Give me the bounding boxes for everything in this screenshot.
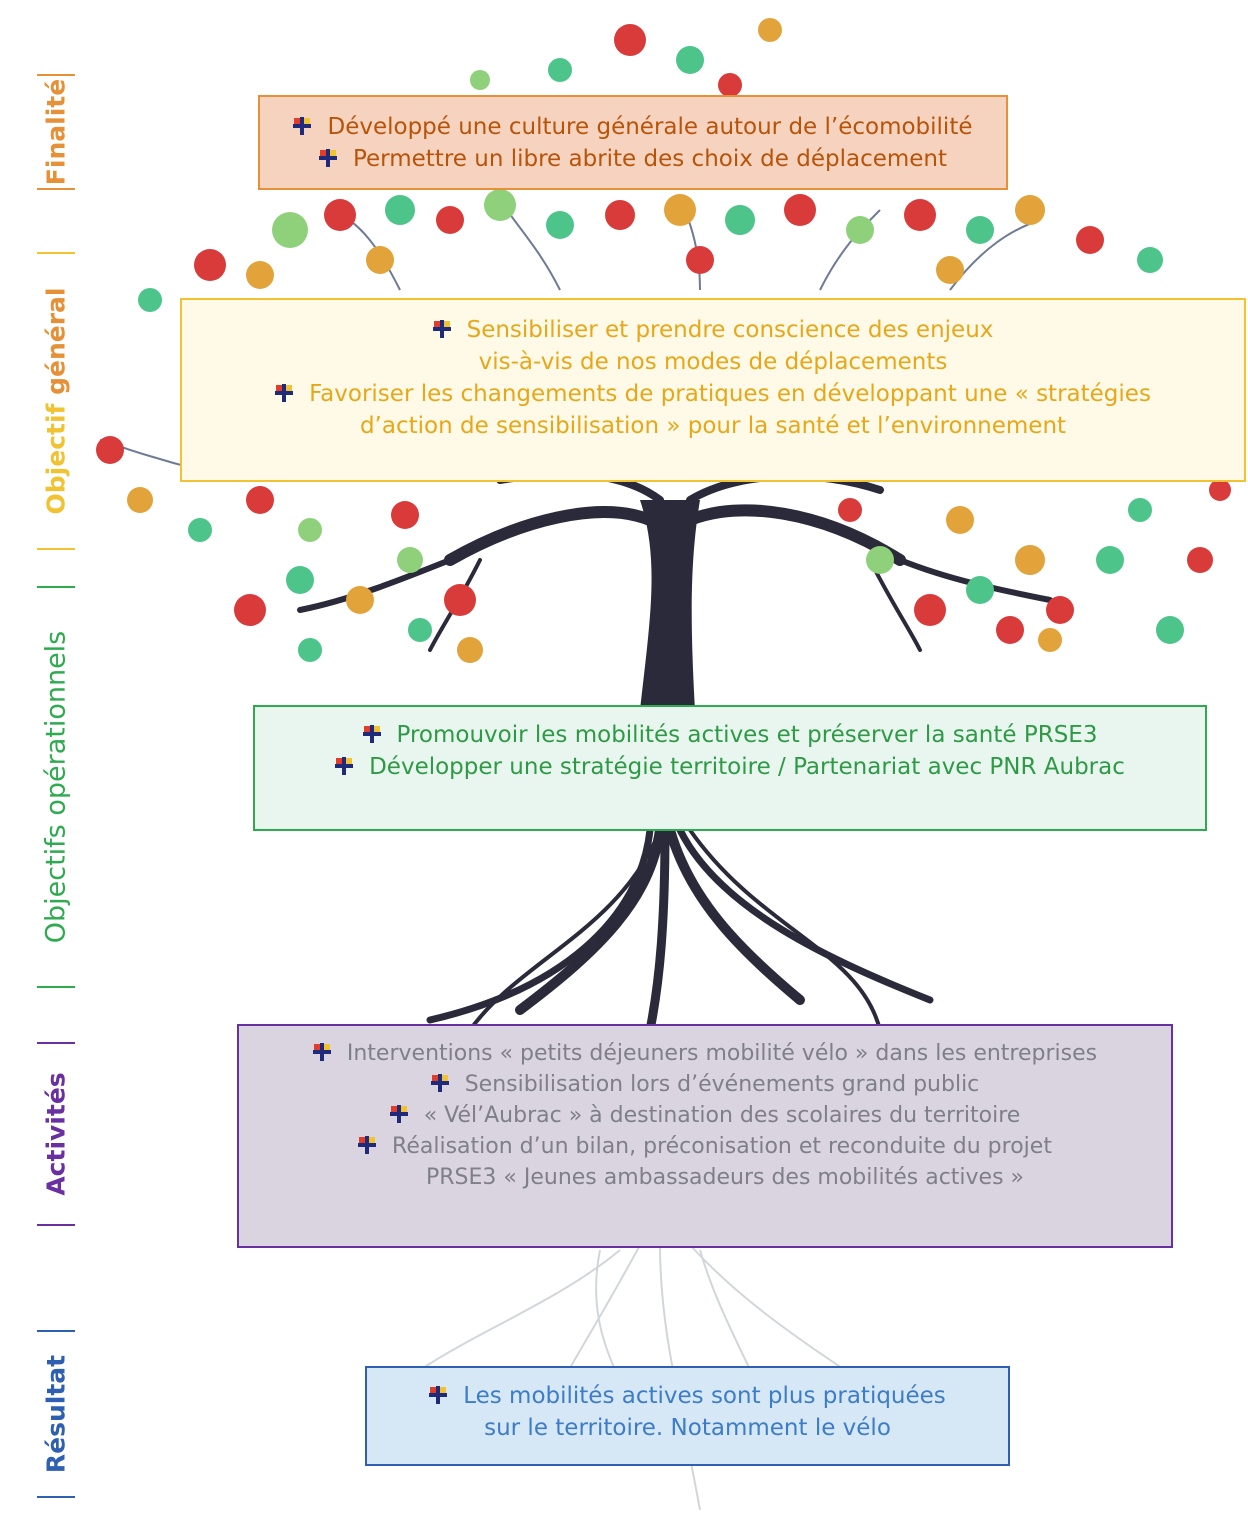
objectifs-operationnels-text: Promouvoir les mobilités actives et prés… bbox=[396, 722, 1098, 748]
resultat-box: Les mobilités actives sont plus pratiqué… bbox=[365, 1366, 1010, 1466]
objectifs-operationnels-line: Développer une stratégie territoire / Pa… bbox=[255, 751, 1205, 783]
activites-text: « Vél’Aubrac » à destination des scolair… bbox=[423, 1103, 1021, 1128]
objectifs-operationnels-text: Développer une stratégie territoire / Pa… bbox=[369, 754, 1125, 780]
objectif-general-text: Favoriser les changements de pratiques e… bbox=[309, 381, 1151, 407]
bullet-icon bbox=[389, 1105, 408, 1123]
activites-line: Interventions « petits déjeuners mobilit… bbox=[239, 1038, 1171, 1069]
activites-line: Réalisation d’un bilan, préconisation et… bbox=[239, 1131, 1171, 1162]
activites-text: Réalisation d’un bilan, préconisation et… bbox=[392, 1134, 1052, 1159]
finalite-text: Développé une culture générale autour de… bbox=[327, 114, 973, 140]
label-resultat-text: Résultat bbox=[41, 1354, 71, 1474]
finalite-line: Développé une culture générale autour de… bbox=[260, 111, 1006, 143]
resultat-line: sur le territoire. Notamment le vélo bbox=[484, 1415, 891, 1441]
bullet-icon bbox=[429, 1386, 448, 1404]
activites-text: Sensibilisation lors d’événements grand … bbox=[464, 1072, 980, 1097]
label-objectifs-operationnels-text: Objectifs opérationnels bbox=[40, 630, 72, 944]
objectifs-operationnels-line: Promouvoir les mobilités actives et prés… bbox=[255, 719, 1205, 751]
label-finalite-text: Finalité bbox=[41, 78, 71, 186]
objectif-general-line: d’action de sensibilisation » pour la sa… bbox=[359, 413, 1067, 439]
resultat-line: Les mobilités actives sont plus pratiqué… bbox=[367, 1380, 1008, 1412]
bullet-icon bbox=[358, 1136, 377, 1154]
resultat-text: Les mobilités actives sont plus pratiqué… bbox=[463, 1383, 946, 1409]
bullet-icon bbox=[430, 1074, 449, 1092]
activites-line: « Vél’Aubrac » à destination des scolair… bbox=[239, 1100, 1171, 1131]
objectif-general-line: Favoriser les changements de pratiques e… bbox=[182, 378, 1244, 410]
bullet-icon bbox=[318, 149, 337, 167]
activites-text: Interventions « petits déjeuners mobilit… bbox=[346, 1041, 1098, 1066]
label-objectif-general-part1: Objectif bbox=[41, 394, 71, 515]
bullet-icon bbox=[293, 117, 312, 135]
objectif-general-line: Sensibiliser et prendre conscience des e… bbox=[182, 314, 1244, 346]
label-objectif-general-part2: général bbox=[41, 287, 71, 395]
finalite-line: Permettre un libre abrite des choix de d… bbox=[260, 143, 1006, 175]
label-activites: Activités bbox=[37, 1042, 75, 1226]
bullet-icon bbox=[362, 725, 381, 743]
activites-line: PRSE3 « Jeunes ambassadeurs des mobilité… bbox=[425, 1165, 1025, 1190]
label-resultat: Résultat bbox=[37, 1330, 75, 1498]
label-activites-text: Activités bbox=[41, 1072, 71, 1196]
activites-box: Interventions « petits déjeuners mobilit… bbox=[237, 1024, 1173, 1248]
bullet-icon bbox=[275, 384, 294, 402]
label-objectif-general: Objectif général bbox=[37, 252, 75, 550]
bullet-icon bbox=[432, 320, 451, 338]
finalite-text: Permettre un libre abrite des choix de d… bbox=[352, 146, 948, 172]
objectif-general-text: Sensibiliser et prendre conscience des e… bbox=[466, 317, 994, 343]
label-objectifs-operationnels: Objectifs opérationnels bbox=[37, 586, 75, 988]
objectifs-operationnels-box: Promouvoir les mobilités actives et prés… bbox=[253, 705, 1207, 831]
finalite-box: Développé une culture générale autour de… bbox=[258, 95, 1008, 190]
label-objectif-general-text: Objectif général bbox=[42, 288, 71, 515]
bullet-icon bbox=[312, 1043, 331, 1061]
objectif-general-line: vis-à-vis de nos modes de déplacements bbox=[478, 349, 948, 375]
bullet-icon bbox=[335, 757, 354, 775]
objectif-general-box: Sensibiliser et prendre conscience des e… bbox=[180, 298, 1246, 482]
activites-line: Sensibilisation lors d’événements grand … bbox=[239, 1069, 1171, 1100]
label-finalite: Finalité bbox=[37, 74, 75, 190]
